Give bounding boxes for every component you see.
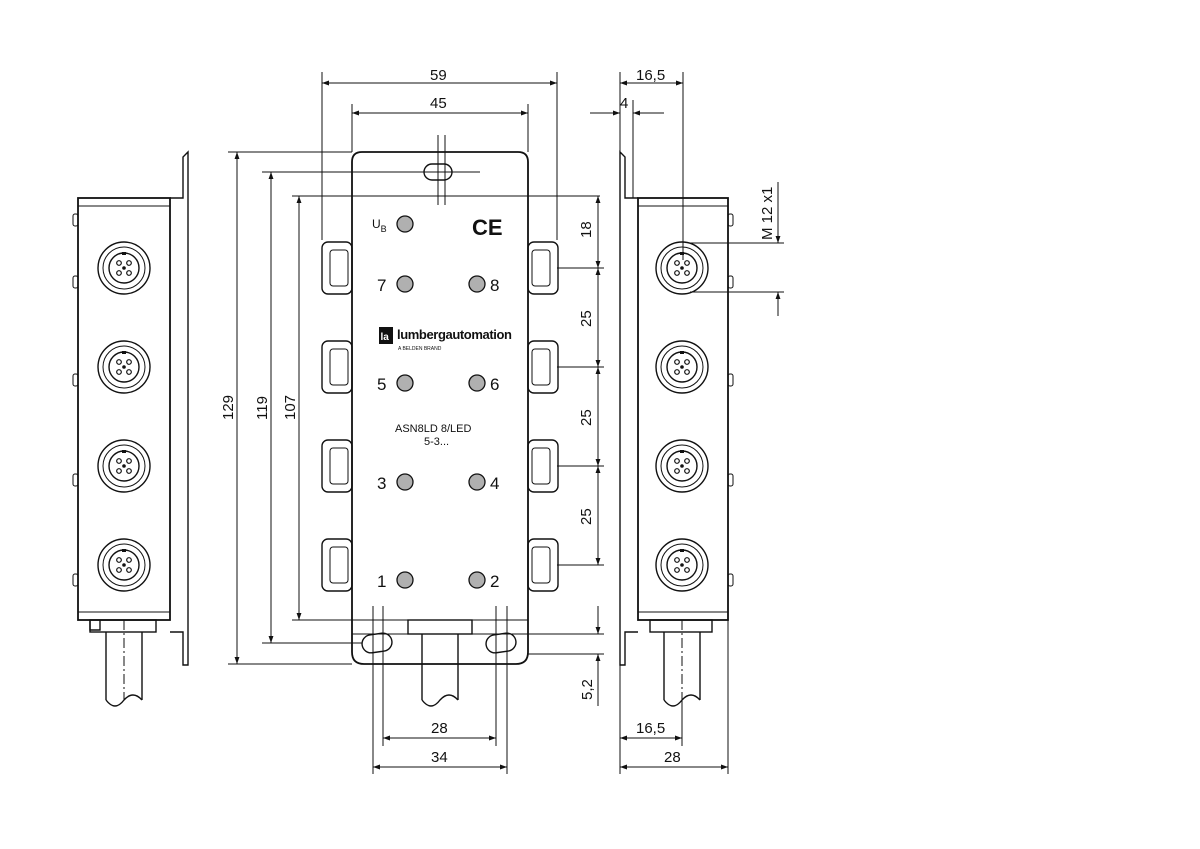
left-connector-4 — [97, 538, 151, 592]
dim-pitch-top: 18 — [578, 221, 595, 238]
dim-bottom-width: 34 — [431, 749, 448, 766]
front-view: 7 8 5 6 3 4 1 2 UB CE la lumbergautomati… — [321, 135, 559, 707]
left-nub-2 — [72, 275, 79, 289]
right-nub-4 — [727, 473, 734, 487]
dim-side-bottom-width: 28 — [664, 749, 681, 766]
port-number-4: 4 — [490, 474, 499, 493]
left-connector-2 — [97, 340, 151, 394]
front-port-stub-r-3 — [527, 439, 559, 493]
right-connector-2 — [655, 340, 709, 394]
dim-pitch-1: 25 — [578, 310, 595, 327]
dim-front-width-outer: 59 — [430, 67, 447, 84]
left-side-view — [72, 150, 189, 707]
right-nub-2 — [727, 275, 734, 289]
dim-front-width-inner: 45 — [430, 95, 447, 112]
led-6 — [468, 374, 486, 392]
dim-height-total: 129 — [220, 395, 237, 420]
led-3 — [396, 473, 414, 491]
left-connector-1 — [97, 241, 151, 295]
dim-height-holes: 119 — [254, 396, 271, 420]
led-7 — [396, 275, 414, 293]
ce-mark: CE — [472, 215, 503, 240]
product-model: ASN8LD 8/LED — [395, 423, 471, 435]
port-number-7: 7 — [377, 276, 386, 295]
front-port-stub-r-2 — [527, 340, 559, 394]
right-connector-1 — [655, 241, 709, 295]
dim-hole-spacing: 28 — [431, 720, 448, 737]
port-number-6: 6 — [490, 375, 499, 394]
right-connector-3 — [655, 439, 709, 493]
led-8 — [468, 275, 486, 293]
logo-mark: la — [381, 332, 390, 343]
front-port-stub-l-1 — [321, 241, 353, 295]
right-nub-1 — [727, 213, 734, 227]
dim-side-bottom-inner: 16,5 — [636, 720, 665, 737]
front-port-stub-l-3 — [321, 439, 353, 493]
front-port-stub-l-2 — [321, 340, 353, 394]
dim-side-top-width: 16,5 — [636, 67, 665, 84]
port-number-2: 2 — [490, 572, 499, 591]
product-sub: 5-3... — [424, 436, 449, 448]
front-dimensions: 59 45 129 119 107 18 25 25 25 — [220, 67, 604, 774]
led-5 — [396, 374, 414, 392]
led-1 — [396, 571, 414, 589]
front-port-stub-r-4 — [527, 538, 559, 592]
dim-height-ports: 107 — [282, 395, 299, 420]
left-nub-4 — [72, 473, 79, 487]
right-side-view — [619, 150, 734, 707]
dim-bottom-offset: 5,2 — [579, 679, 596, 700]
left-nub-3 — [72, 373, 79, 387]
dim-side-flange: 4 — [620, 95, 628, 112]
port-number-8: 8 — [490, 276, 499, 295]
left-connector-3 — [97, 439, 151, 493]
dim-pitch-2: 25 — [578, 409, 595, 426]
brand-tagline: A BELDEN BRAND — [398, 346, 442, 352]
right-connector-4 — [655, 538, 709, 592]
port-number-5: 5 — [377, 375, 386, 394]
front-port-stub-r-1 — [527, 241, 559, 295]
left-nub-1 — [72, 213, 79, 227]
port-number-1: 1 — [377, 572, 386, 591]
dim-pitch-3: 25 — [578, 508, 595, 525]
right-dimensions: 16,5 4 M 12 x1 16,5 28 — [590, 67, 784, 774]
brand-logo: la lumbergautomation A BELDEN BRAND — [379, 327, 512, 352]
left-nub-5 — [72, 573, 79, 587]
right-nub-5 — [727, 573, 734, 587]
brand-name: lumbergautomation — [397, 327, 512, 342]
dim-thread: M 12 x1 — [759, 187, 776, 240]
front-port-stub-l-4 — [321, 538, 353, 592]
right-nub-3 — [727, 373, 734, 387]
led-2 — [468, 571, 486, 589]
ub-label: UB — [372, 217, 387, 234]
port-number-3: 3 — [377, 474, 386, 493]
led-ub — [396, 215, 414, 233]
led-4 — [468, 473, 486, 491]
